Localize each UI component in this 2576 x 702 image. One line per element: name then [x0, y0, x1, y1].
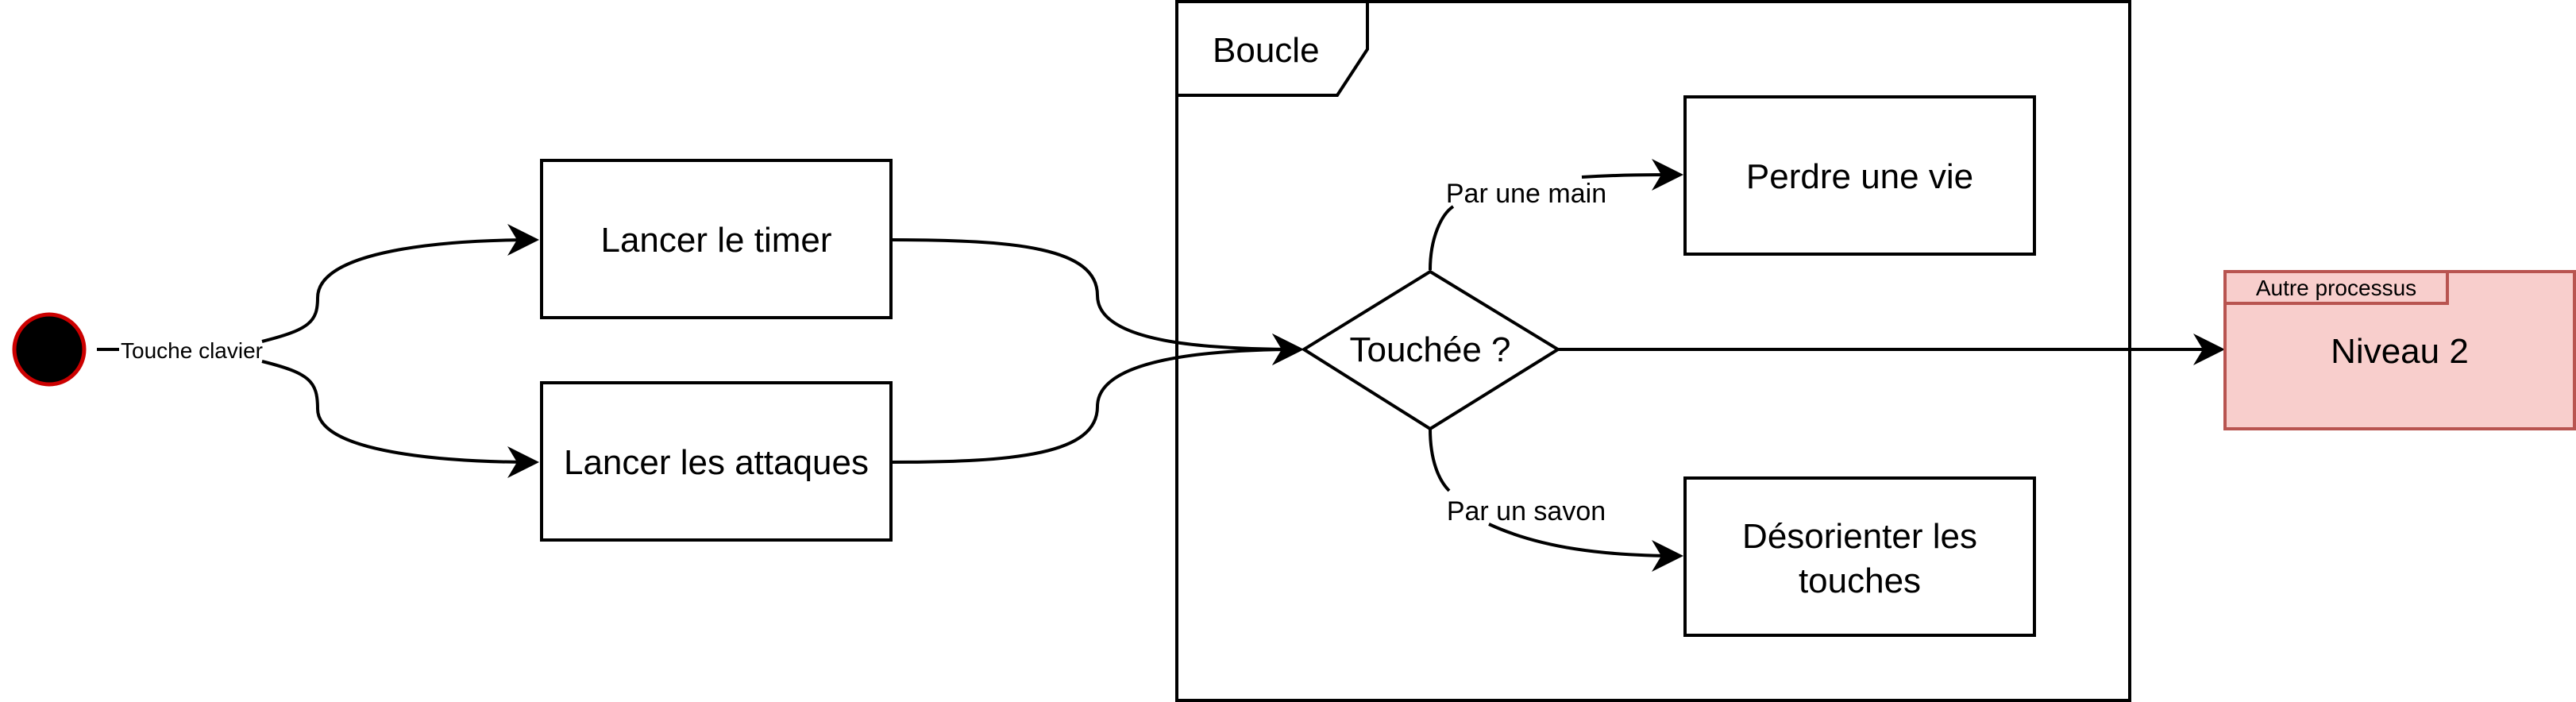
- edge-decision-to-lose-life: [1429, 175, 1680, 271]
- action-disorient-keys-line1: Désorienter les: [1742, 517, 1977, 556]
- other-process-tab-label: Autre processus: [2256, 276, 2416, 300]
- loop-frame-tab: [1175, 0, 1369, 97]
- action-disorient-keys-box: [1683, 476, 2036, 637]
- action-launch-timer: Lancer le timer: [540, 159, 893, 319]
- start-node: Touche clavier: [12, 312, 263, 387]
- decision-hit: Touchée ?: [1301, 269, 1561, 431]
- action-disorient-keys-line2: touches: [1799, 561, 1921, 600]
- edge-timer-to-decision: [890, 238, 1304, 365]
- action-launch-timer-box: [540, 159, 893, 319]
- edge-decision-to-disorient: [1429, 428, 1680, 556]
- decision-label: Touchée ?: [1349, 330, 1510, 369]
- branch-label-hand: Par une main: [1446, 179, 1606, 209]
- decision-diamond: [1301, 269, 1561, 431]
- other-process-tab: [2223, 270, 2449, 305]
- action-lose-life-box: [1683, 95, 2036, 256]
- action-lose-life-label: Perdre une vie: [1746, 157, 1973, 196]
- edge-start-to-attacks: [261, 360, 539, 478]
- initial-node-icon: [12, 312, 87, 387]
- edge-start-to-timer: [261, 224, 539, 343]
- other-process-level-2: Autre processus Niveau 2: [2223, 270, 2576, 430]
- start-label: Touche clavier: [121, 338, 263, 363]
- action-launch-attacks-label: Lancer les attaques: [564, 443, 869, 482]
- action-launch-attacks: Lancer les attaques: [540, 381, 893, 542]
- action-lose-life: Perdre une vie: [1683, 95, 2036, 256]
- branch-label-soap: Par un savon: [1447, 496, 1606, 526]
- loop-frame-label: Boucle: [1213, 31, 1320, 70]
- action-launch-attacks-box: [540, 381, 893, 542]
- other-process-name: Niveau 2: [2331, 332, 2469, 371]
- action-launch-timer-label: Lancer le timer: [600, 221, 831, 260]
- edges: [261, 175, 2225, 556]
- action-disorient-keys: Désorienter les touches: [1683, 476, 2036, 637]
- edge-attacks-to-decision: [890, 334, 1304, 464]
